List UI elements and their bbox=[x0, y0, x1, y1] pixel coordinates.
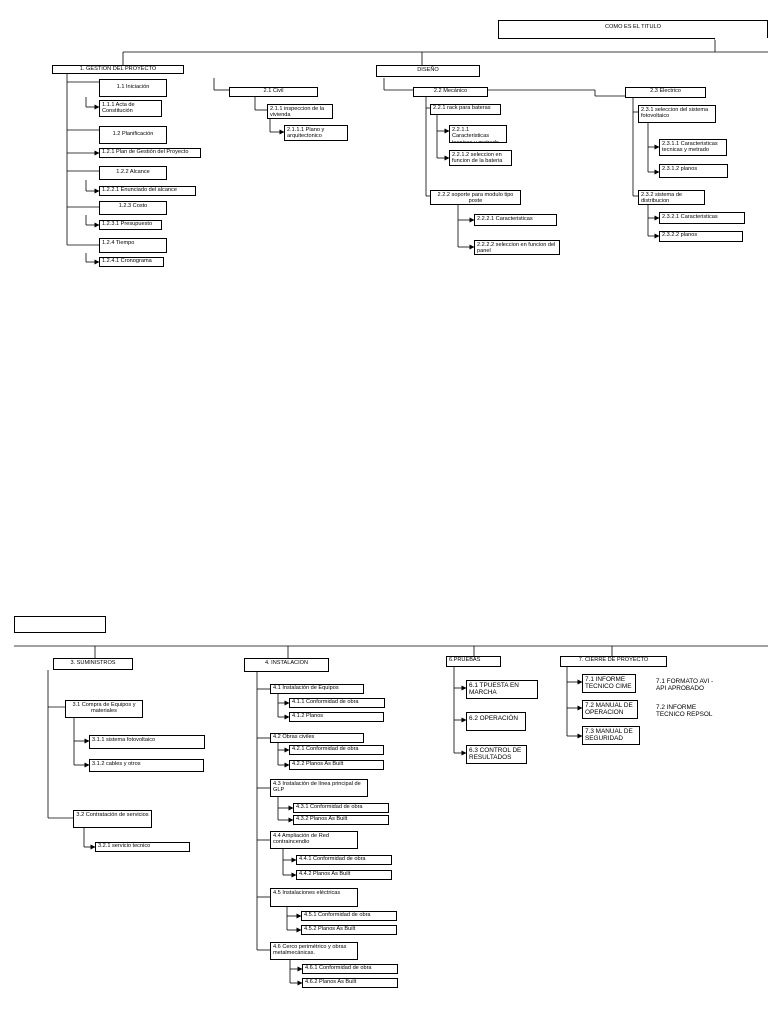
node-operacion: 6.2 OPERACIÓN bbox=[466, 712, 526, 731]
node-control-resultados: 6.3 CONTROL DE RESULTADOS bbox=[466, 745, 527, 764]
node-puesta-marcha: 6.1 TPUESTA EN MARCHA bbox=[466, 680, 538, 699]
node-formato-avi: 7.1 FORMATO AVI - API APROBADO bbox=[654, 677, 724, 696]
node-pruebas: 6.PRUEBAS bbox=[446, 656, 501, 667]
node-rack-caracteristicas: 2.2.1.1 Caracteristicas tecnicas y metra… bbox=[449, 125, 507, 143]
node-sistema-distribucion: 2.3.2 sistema de distribucion bbox=[638, 190, 705, 205]
node-enunciado-alcance: 1.2.2.1 Enunciado del alcance bbox=[99, 186, 196, 196]
node-tiempo: 1.2.4 Tiempo bbox=[99, 238, 167, 253]
node-informe-cime: 7.1 INFORME TECNICO CIME bbox=[582, 674, 636, 693]
wbs-title-box-lower bbox=[715, 38, 768, 40]
node-distribucion-planos: 2.3.2.2 planos bbox=[659, 231, 743, 242]
node-rack-baterias: 2.2.1 rack para bateras bbox=[430, 104, 501, 115]
node-red-contraincendio: 4.4 Ampliación de Red contraincendio bbox=[270, 831, 358, 849]
node-alcance: 1.2.2 Alcance bbox=[99, 166, 167, 180]
node-contratacion-servicios: 3.2 Contratación de servicios bbox=[73, 810, 152, 828]
node-informe-repsol: 7.2 INFORME TECNICO REPSOL bbox=[654, 703, 726, 722]
node-plan-gestion: 1.2.1 Plan de Gestión del Proyecto bbox=[99, 148, 201, 158]
node-manual-operacion: 7.2 MANUAL DE OPERACION bbox=[582, 700, 638, 719]
node-equipos-planos: 4.1.2 Planos bbox=[289, 712, 384, 722]
node-sistema-fotovoltaico: 3.1.1 sistema fotovoltaico bbox=[89, 735, 205, 749]
node-cerco-conformidad: 4.6.1 Conformidad de obra bbox=[302, 964, 398, 974]
wbs-title-box: COMO ES EL TITULO bbox=[498, 20, 768, 39]
node-linea-glp: 4.3 Instalación de línea principal de GL… bbox=[270, 779, 368, 797]
node-servicio-tecnico: 3.2.1 servicio tecnico bbox=[95, 842, 190, 852]
node-civil: 2.1 Civil bbox=[229, 87, 318, 97]
node-red-conformidad: 4.4.1 Conformidad de obra bbox=[296, 855, 392, 865]
node-distribucion-caracteristicas: 2.3.2.1 Caracteristicas bbox=[659, 212, 745, 224]
node-equipos-conformidad: 4.1.1 Conformidad de obra bbox=[289, 698, 385, 708]
node-electricas-planos: 4.5.2 Planos As Built bbox=[301, 925, 397, 935]
node-cerco-perimetrico: 4.6 Cerco perimétrico y obras metalmecán… bbox=[270, 942, 358, 960]
node-planificacion: 1.2 Planificación bbox=[99, 126, 167, 144]
node-cerco-planos: 4.6.2 Planos As Built bbox=[302, 978, 398, 988]
node-suministros: 3. SUMINISTROS bbox=[53, 658, 133, 670]
node-civiles-planos: 4.2.2 Planos As Built bbox=[289, 760, 384, 770]
node-instalacion: 4. INSTALACION bbox=[244, 658, 329, 672]
node-manual-seguridad: 7.3 MANUAL DE SEGURIDAD bbox=[582, 726, 640, 745]
node-cables-otros: 3.1.2 cables y otros bbox=[89, 759, 204, 772]
node-instalacion-equipos: 4.1 Instalación de Equipos bbox=[270, 684, 364, 694]
node-presupuesto: 1.2.3.1 Presupuesto bbox=[99, 220, 162, 230]
node-instalaciones-electricas: 4.5 Instalaciones eléctricas bbox=[270, 888, 358, 907]
node-civiles-conformidad: 4.2.1 Conformidad de obra bbox=[289, 745, 384, 755]
node-soporte-modulo: 2.2.2 soporte para modulo tipo poste bbox=[430, 190, 521, 205]
node-plano-arquitectonico: 2.1.1.1 Plano y arquitectonico bbox=[284, 125, 348, 141]
node-mecanico: 2.2 Mecánico bbox=[413, 87, 488, 97]
node-obras-civiles: 4.2 Obras civiles bbox=[270, 733, 364, 743]
node-red-planos: 4.4.2 Planos As Built bbox=[296, 870, 392, 880]
node-acta-constitucion: 1.1.1 Acta de Constitución bbox=[99, 100, 162, 117]
node-rack-seleccion: 2.2.1.2 seleccion en funcion de la bater… bbox=[449, 150, 512, 166]
node-seleccion-sistema: 2.3.1 seleccion del sistema fotovoltaico bbox=[638, 105, 716, 123]
node-gestion-proyecto: 1. GESTION DEL PROYECTO bbox=[52, 65, 184, 74]
node-diseno: DISEÑO bbox=[376, 65, 480, 77]
node-inspeccion-vivienda: 2.1.1 inspeccion de la vivienda bbox=[267, 104, 333, 119]
node-cierre-proyecto: 7. CIERRE DE PROYECTO bbox=[560, 656, 667, 667]
page2-title-box bbox=[14, 616, 106, 633]
node-compra-equipos: 3.1 Compra de Equipos y materiales bbox=[65, 700, 143, 718]
node-linea-planos: 4.3.2 Planos As Built bbox=[293, 815, 389, 825]
node-iniciacion: 1.1 Iniciación bbox=[99, 79, 167, 97]
node-costo: 1.2.3 Costo bbox=[99, 201, 167, 215]
node-soporte-caracteristicas: 2.2.2.1 Caracteristicas bbox=[474, 214, 557, 226]
node-linea-conformidad: 4.3.1 Conformidad de obra bbox=[293, 803, 389, 813]
node-soporte-seleccion: 2.2.2.2 seleccion en funcion del panel bbox=[474, 240, 560, 255]
node-cronograma: 1.2.4.1 Cronograma bbox=[99, 257, 164, 267]
node-sistema-planos: 2.3.1.2 planos bbox=[659, 164, 728, 178]
node-electrico: 2.3 Electrico bbox=[625, 87, 706, 98]
node-sistema-caracteristicas: 2.3.1.1 Caracteristicas tecnicas y metra… bbox=[659, 139, 727, 156]
node-electricas-conformidad: 4.5.1 Conformidad de obra bbox=[301, 911, 397, 921]
